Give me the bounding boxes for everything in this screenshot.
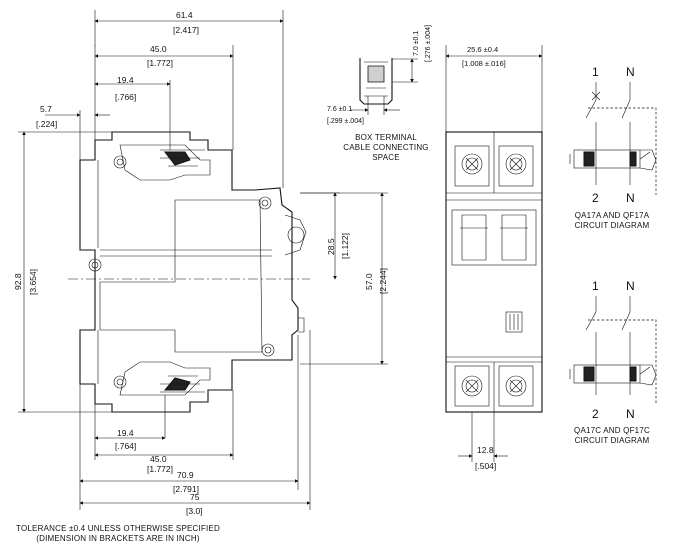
dimension-label: 1 <box>592 279 599 293</box>
side-view <box>68 131 310 413</box>
dimension-label: QA17C AND QF17C <box>574 426 650 435</box>
dimension-label: 92.8 <box>13 273 23 290</box>
dimension-label: [2.791] <box>173 484 199 494</box>
side-view-dimensions: 61.4 [2.417] 45.0 [1.772] 19.4 [.766] 5.… <box>13 10 388 516</box>
dimension-label: [2.244] <box>378 268 388 294</box>
dimension-label: 5.7 <box>40 104 52 114</box>
dimension-label: CIRCUIT DIAGRAM <box>575 436 650 445</box>
dimension-label: 75 <box>190 492 200 502</box>
dimension-label: 57.0 <box>364 273 374 290</box>
dimension-label: SPACE <box>372 153 400 162</box>
tolerance-note: TOLERANCE ±0.4 UNLESS OTHERWISE SPECIFIE… <box>16 524 220 543</box>
dimension-label: [1.008 ±.016] <box>462 59 506 68</box>
dimension-label: 28.5 <box>326 238 336 255</box>
circuit-diagram-a: 1 N 2 N QA17A AND QF17A CIRCUIT DIAGRAM <box>569 65 657 230</box>
dimension-label: 70.9 <box>177 470 194 480</box>
dimension-label: [1.122] <box>340 233 350 259</box>
dimension-label: BOX TERMINAL <box>355 133 417 142</box>
front-view-dimensions: 25.6 ±0.4 [1.008 ±.016] 12.8 [.504] <box>445 45 543 471</box>
dimension-label: 7.6 ±0.1 <box>327 106 352 113</box>
dimension-label: [.504] <box>475 461 496 471</box>
dimension-label: [1.772] <box>147 464 173 474</box>
dimension-label: QA17A AND QF17A <box>575 211 650 220</box>
side-view-outline <box>79 131 299 413</box>
dimension-label: N <box>626 407 635 421</box>
box-terminal-detail: 7.0 ±0.1 [.276 ±.004] 7.6 ±0.1 [.299 ±.0… <box>327 25 432 162</box>
dimension-label: CIRCUIT DIAGRAM <box>575 221 650 230</box>
dimension-label: [3.0] <box>186 506 203 516</box>
dimension-label: TOLERANCE ±0.4 UNLESS OTHERWISE SPECIFIE… <box>16 524 220 533</box>
dimension-label: 2 <box>592 407 599 421</box>
dimension-label: N <box>626 191 635 205</box>
dimension-label: N <box>626 279 635 293</box>
dimension-label: 12.8 <box>477 445 494 455</box>
dimension-label: [.766] <box>115 92 136 102</box>
dimension-label: [.224] <box>36 119 57 129</box>
dimension-label: 7.0 ±0.1 <box>413 31 420 56</box>
dimension-label: CABLE CONNECTING <box>343 143 428 152</box>
dimension-label: 1 <box>592 65 599 79</box>
dimension-label: 19.4 <box>117 75 134 85</box>
dimension-label: [1.772] <box>147 58 173 68</box>
front-view <box>445 131 543 413</box>
side-label-plate <box>99 199 263 353</box>
dimension-label: [.764] <box>115 441 136 451</box>
dimension-label: [.299 ±.004] <box>327 118 364 125</box>
dimension-label: 45.0 <box>150 44 167 54</box>
dimension-label: [3.654] <box>28 269 38 295</box>
dimension-label: 19.4 <box>117 428 134 438</box>
dimension-label: 2 <box>592 191 599 205</box>
dimension-label: [.276 ±.004] <box>425 25 432 62</box>
circuit-diagram-c: 1 N 2 N QA17C AND QF17C CIRCUIT DIAGRAM <box>569 279 657 445</box>
dimension-label: 25.6 ±0.4 <box>467 45 498 54</box>
dimension-label: (DIMENSION IN BRACKETS ARE IN INCH) <box>36 534 200 543</box>
dimension-label: 61.4 <box>176 10 193 20</box>
dimension-label: 45.0 <box>150 454 167 464</box>
dimension-label: [2.417] <box>173 25 199 35</box>
dimension-label: N <box>626 65 635 79</box>
